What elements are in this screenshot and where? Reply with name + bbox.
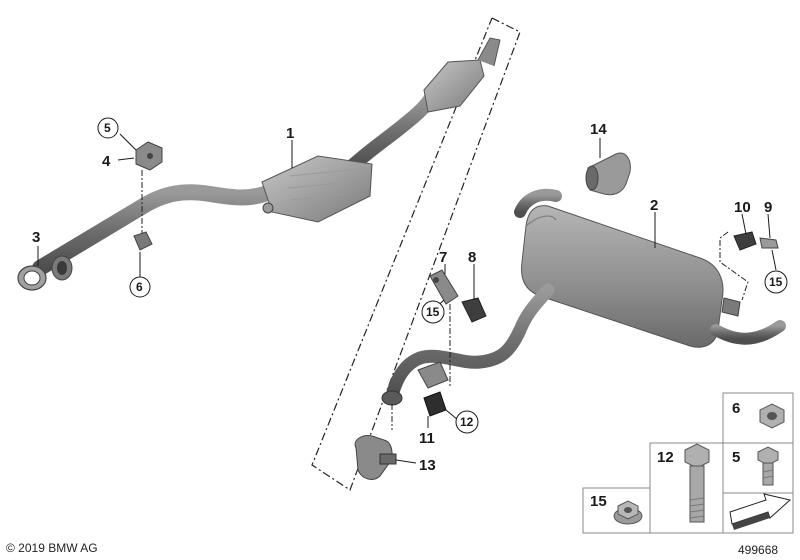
circle-callout-6 <box>129 276 151 298</box>
callout-9: 9 <box>764 199 772 216</box>
front-pipe-assembly <box>32 37 501 281</box>
legend-label-15: 15 <box>590 493 607 510</box>
circle-15-right-label: 15 <box>769 275 783 289</box>
callout-11: 11 <box>419 430 435 447</box>
callout-10: 10 <box>734 199 751 216</box>
flange-nut-icon <box>613 500 643 525</box>
forward-arrow-icon <box>729 493 792 530</box>
circle-5-label: 5 <box>104 121 111 135</box>
section-divider-line <box>311 17 521 491</box>
callout-1: 1 <box>286 125 294 142</box>
circle-callout-12 <box>455 410 479 434</box>
callout-labels: 1 2 3 4 7 8 9 10 11 13 14 <box>32 121 772 474</box>
catalytic-converter-front <box>423 59 485 113</box>
legend-label-6: 6 <box>732 400 740 417</box>
circled-callouts <box>97 117 788 434</box>
hex-nut-icon <box>759 403 785 429</box>
callout-8: 8 <box>468 249 476 266</box>
middle-hangers <box>417 269 487 389</box>
legend-label-12: 12 <box>657 449 674 466</box>
long-bolt-icon <box>684 443 710 523</box>
seal-ring <box>17 265 47 291</box>
rear-hangers <box>719 231 779 301</box>
callout-7: 7 <box>439 249 447 266</box>
callout-13: 13 <box>419 457 436 474</box>
copyright-text: © 2019 BMW AG <box>6 541 98 555</box>
rear-muffler <box>385 188 786 403</box>
legend-label-5: 5 <box>732 449 740 466</box>
callout-3: 3 <box>32 229 40 246</box>
diagram-number: 499668 <box>738 543 779 557</box>
circle-callout-5 <box>97 117 119 139</box>
clamps <box>354 390 447 480</box>
short-bolt-icon <box>757 446 779 486</box>
callout-14: 14 <box>590 121 607 138</box>
front-bracket <box>133 141 163 251</box>
callout-2: 2 <box>650 197 658 214</box>
circle-6-label: 6 <box>136 280 143 294</box>
fastener-legend: 6 12 5 <box>582 392 794 534</box>
callout-4: 4 <box>102 153 111 170</box>
circle-callout-15-right <box>764 270 788 294</box>
catalytic-converter-main <box>261 155 373 223</box>
circle-callout-15-mid <box>421 300 445 324</box>
tailpipe-trim <box>585 152 631 196</box>
circle-12-label: 12 <box>460 415 474 429</box>
circle-15-mid-label: 15 <box>426 305 440 319</box>
